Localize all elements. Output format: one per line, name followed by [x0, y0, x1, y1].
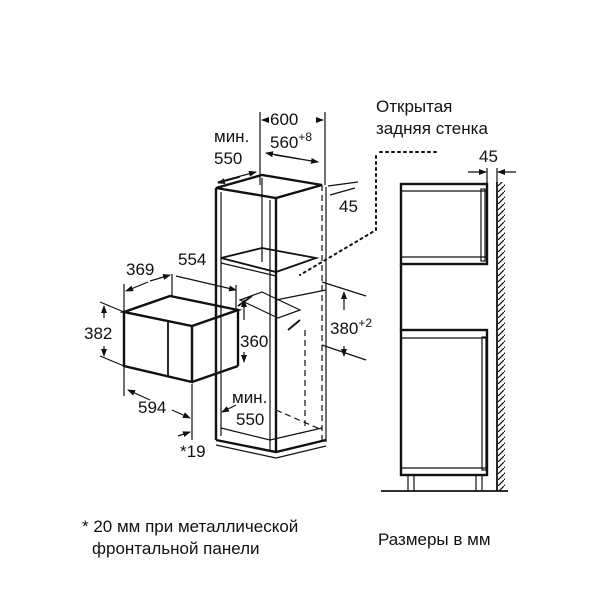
label-594: 594 [138, 398, 166, 417]
tall-cabinet [214, 173, 327, 459]
microwave-appliance [119, 294, 243, 384]
footnote-line1: * 20 мм при металлической [82, 517, 298, 536]
units-note: Размеры в мм [378, 530, 491, 549]
label-600: 600 [270, 110, 298, 129]
label-382: 382 [84, 324, 112, 343]
open-back-line1: Открытая [376, 97, 452, 116]
label-554: 554 [178, 250, 206, 269]
label-min-top: мин. [214, 127, 249, 146]
label-360: 360 [240, 332, 268, 351]
open-back-outline [299, 151, 441, 276]
label-550-top: 550 [214, 149, 242, 168]
label-45-top: 45 [339, 197, 358, 216]
open-back-line2: задняя стенка [376, 119, 488, 138]
label-45-side: 45 [479, 147, 498, 166]
label-19: *19 [180, 442, 206, 461]
footnote-line2: фронтальной панели [92, 539, 260, 558]
label-560: 560+8 [270, 130, 312, 152]
label-380: 380+2 [330, 316, 372, 338]
side-view [381, 168, 516, 492]
label-min-bottom: мин. [232, 388, 267, 407]
label-369: 369 [126, 260, 154, 279]
label-550-bottom: 550 [236, 410, 264, 429]
